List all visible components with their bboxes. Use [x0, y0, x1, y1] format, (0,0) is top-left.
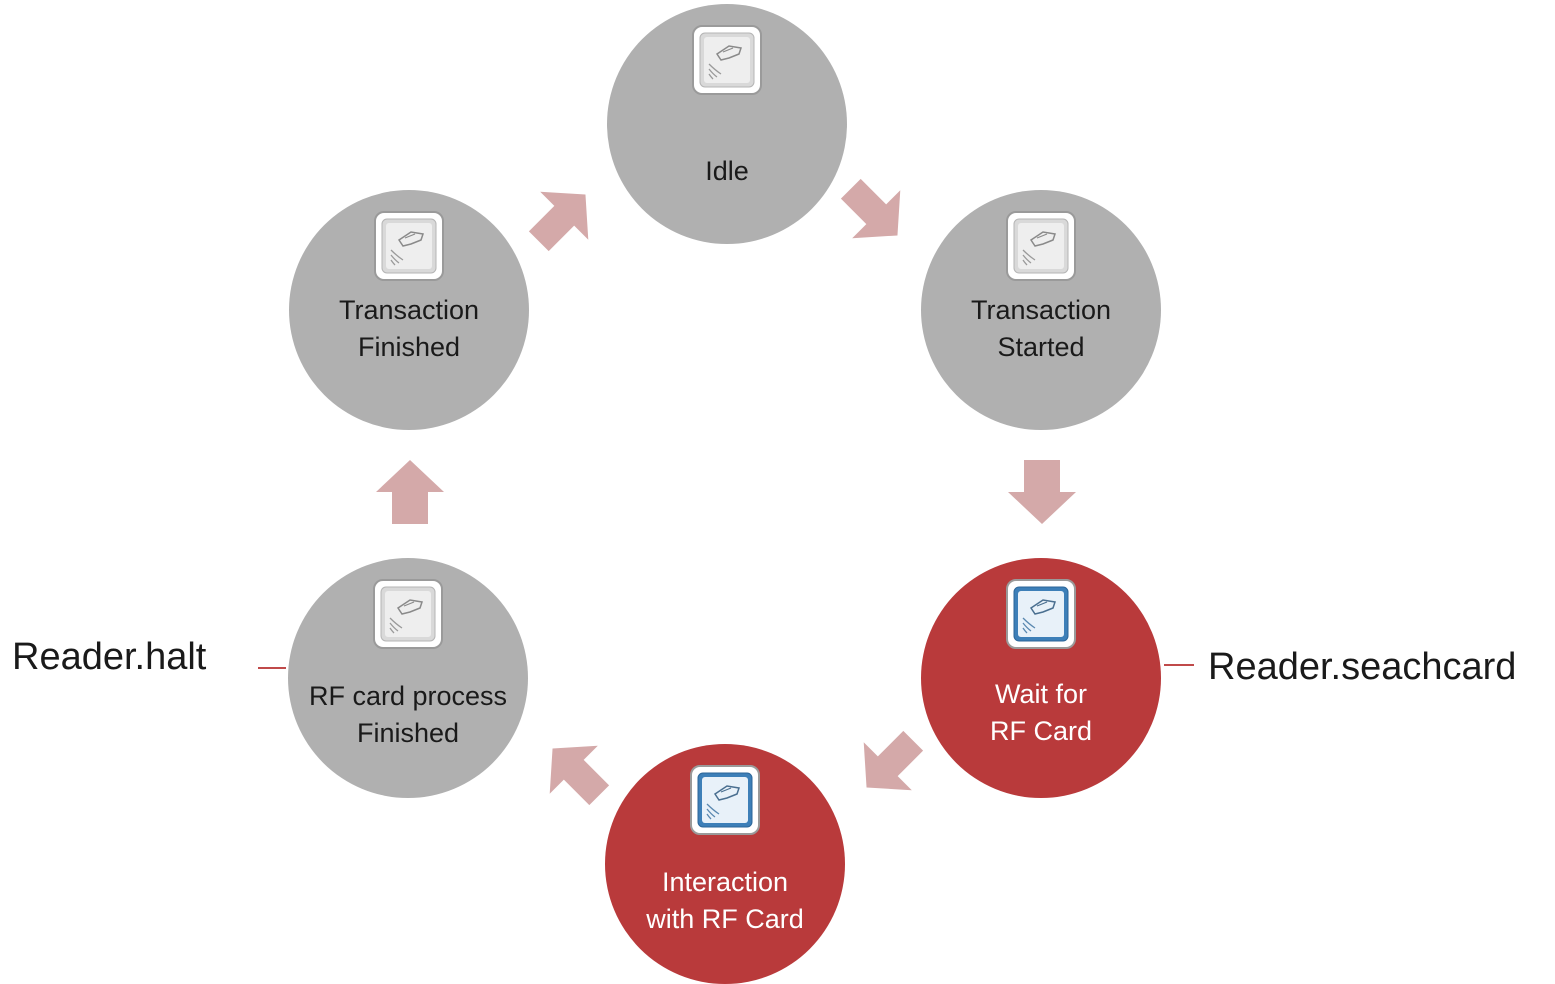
arrow-idle-to-started	[840, 178, 901, 239]
rfid-reader-icon	[691, 24, 763, 96]
state-wait-for-rf-card: Wait for RF Card	[921, 558, 1161, 798]
rfid-reader-icon	[372, 578, 444, 650]
state-transaction-finished: Transaction Finished	[289, 190, 529, 430]
state-label-transaction-started: Transaction Started	[970, 295, 1112, 362]
arrow-started-to-wait	[1008, 460, 1076, 524]
leader-line-searchcard	[1164, 664, 1194, 666]
arrow-rfproc-to-finished	[376, 460, 444, 524]
rfid-reader-icon	[1005, 210, 1077, 282]
leader-line-halt	[258, 667, 286, 669]
state-label-interaction-with-rf-card: Interaction with RF Card	[646, 867, 804, 934]
state-label-wait-for-rf-card: Wait for RF Card	[989, 679, 1092, 746]
state-rf-card-process-finished: RF card process Finished	[288, 558, 528, 798]
state-label-idle: Idle	[705, 156, 749, 186]
arrow-wait-to-interact	[863, 730, 924, 791]
state-label-transaction-finished: Transaction Finished	[338, 295, 480, 362]
state-interaction-with-rf-card: Interaction with RF Card	[605, 744, 845, 984]
state-idle: Idle	[607, 4, 847, 244]
rfid-reader-icon	[1005, 578, 1077, 650]
rfid-reader-icon	[373, 210, 445, 282]
annotation-reader-halt: Reader.halt	[12, 636, 207, 678]
annotation-reader-searchcard: Reader.seachcard	[1208, 646, 1517, 688]
rfid-reader-icon	[689, 764, 761, 836]
arrow-finished-to-idle	[528, 191, 589, 252]
state-transaction-started: Transaction Started	[921, 190, 1161, 430]
state-label-rf-card-process-finished: RF card process Finished	[308, 681, 508, 748]
arrow-interact-to-rfproc	[549, 745, 610, 806]
